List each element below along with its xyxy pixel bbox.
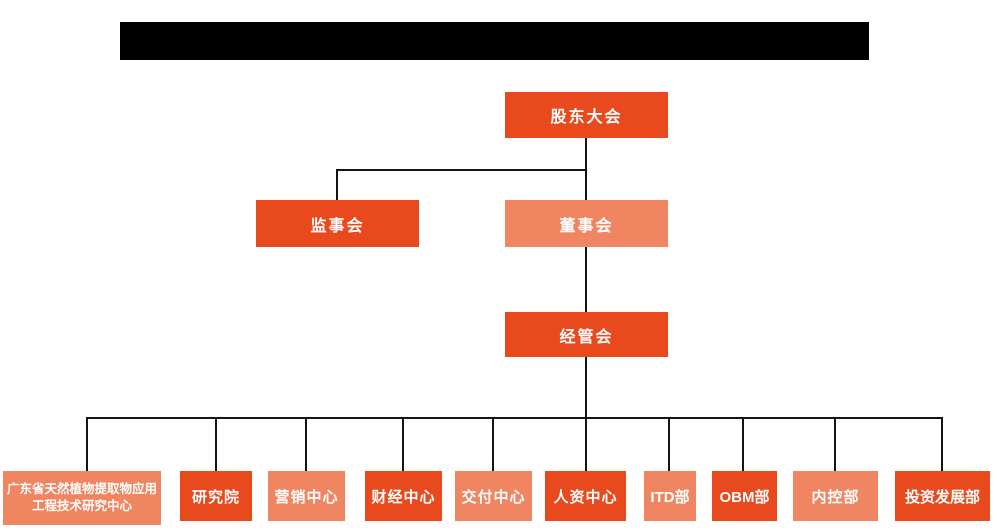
org-node-obm-dept: OBM部 [712,471,777,521]
connector-line [305,417,307,471]
connector-line [336,169,587,171]
connector-line [585,417,587,471]
org-node-label: 人资中心 [553,488,618,506]
org-node-delivery-center: 交付中心 [455,471,532,521]
connector-line [941,417,943,471]
org-node-label: 监事会 [310,217,365,235]
org-node-investment-dev-dept: 投资发展部 [895,471,990,521]
org-node-research-institute: 研究院 [180,471,252,521]
connector-line [86,417,943,419]
org-node-guangdong-research-center: 广东省天然植物提取物应用工程技术研究中心 [3,471,161,525]
org-node-label: 经管会 [559,328,614,346]
connector-line [86,417,88,471]
org-node-finance-center: 财经中心 [365,471,442,521]
connector-line [668,417,670,471]
org-node-management-committee: 经管会 [505,312,668,357]
org-node-label: 投资发展部 [904,488,980,506]
connector-line [834,417,836,471]
org-node-label: 内控部 [811,488,860,506]
org-node-label: 董事会 [559,217,614,235]
connector-line [215,417,217,471]
org-node-supervisory-board: 监事会 [256,200,419,247]
org-node-label: 广东省天然植物提取物应用工程技术研究中心 [7,481,158,514]
org-node-label: 研究院 [191,488,240,506]
org-node-label: 股东大会 [550,109,623,126]
redacted-title-bar [120,22,869,60]
org-node-label: OBM部 [719,488,770,506]
org-node-marketing-center: 营销中心 [268,471,345,521]
connector-line [585,247,587,312]
connector-line [585,356,587,417]
org-node-label: 交付中心 [461,488,526,506]
org-node-label: 财经中心 [371,488,436,506]
org-node-itd-dept: ITD部 [644,471,696,521]
connector-line [336,169,338,200]
org-node-internal-control-dept: 内控部 [793,471,878,521]
org-node-label: 营销中心 [274,488,339,506]
connector-line [402,417,404,471]
org-node-hr-center: 人资中心 [545,471,626,521]
org-node-board-of-directors: 董事会 [505,200,668,247]
org-node-shareholders-meeting: 股东大会 [505,92,668,138]
connector-line [742,417,744,471]
connector-line [492,417,494,471]
org-node-label: ITD部 [650,488,690,506]
